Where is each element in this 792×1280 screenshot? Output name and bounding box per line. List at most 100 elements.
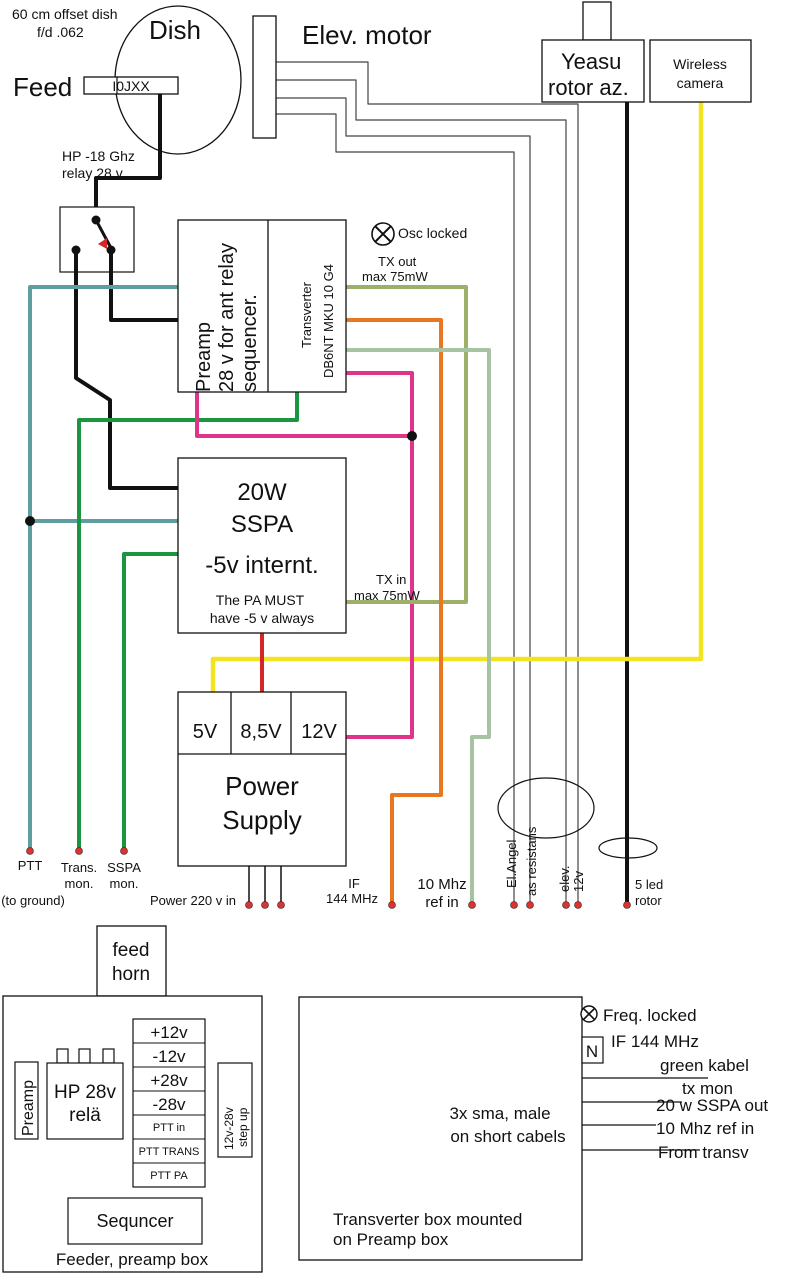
tx-in-label-1: TX in (376, 572, 406, 587)
relay-pin (106, 245, 116, 255)
rotor-box (541, 39, 645, 103)
junction-dot (25, 516, 35, 526)
transverter-box-title-1: Transverter box mounted (333, 1210, 522, 1229)
power-supply-box (177, 691, 347, 867)
feed-horn-label-1: feed (113, 940, 150, 961)
terminal-dot (388, 901, 396, 909)
transverter-label-1: Transverter (299, 281, 314, 348)
relay-contact (94, 219, 113, 249)
feed-horn-label-2: horn (112, 964, 150, 985)
feeder-relay-label-1: HP 28v (54, 1082, 116, 1103)
supply-row: PTT PA (150, 1170, 188, 1182)
terminal-if-1: IF (348, 876, 360, 891)
transverter-box-title-2: on Preamp box (333, 1230, 449, 1249)
transverter-section: Transverter DB6NT MKU 10 G4 (299, 264, 336, 378)
sma-leads (582, 1077, 708, 1151)
feed-callsign-box (83, 76, 179, 95)
terminal-dot (277, 901, 285, 909)
supply-row: -28v (152, 1095, 186, 1114)
camera-box (649, 39, 752, 103)
tx-out-label-2: max 75mW (362, 269, 428, 284)
terminal-if-2: 144 MHz (326, 891, 378, 906)
terminal-led-1: 5 led (635, 877, 663, 892)
psu-5v: 5V (193, 721, 218, 743)
ref-cable (344, 348, 491, 907)
supply-row: PTT TRANS (139, 1146, 200, 1158)
terminal-elev: elev. (557, 866, 572, 893)
feed-label: Feed (13, 72, 72, 102)
camera-label-2: camera (677, 75, 724, 91)
relay-preamp-cable (109, 248, 180, 322)
preamp-label-1: Preamp (193, 322, 215, 392)
rotor-label-1: Yeasu (561, 49, 621, 74)
terminal-el-angel-2: as resistans (524, 826, 539, 896)
terminal-dot (468, 901, 476, 909)
terminal-trans-mon-1: Trans. (61, 860, 97, 875)
elev-motor-label: Elev. motor (302, 20, 432, 50)
sspa-out-label: 20 w SSPA out (656, 1096, 768, 1115)
terminal-dot (623, 901, 631, 909)
terminal-dot (120, 847, 128, 855)
feeder-preamp-box (14, 1061, 39, 1140)
relay-sspa-cable (74, 248, 180, 490)
freq-locked-label: Freq. locked (603, 1006, 697, 1025)
psu-12v: 12V (301, 721, 337, 743)
elev-motor-box (252, 15, 277, 139)
transverter-12v-cable (344, 371, 414, 739)
terminal-ptt: PTT (18, 858, 43, 873)
preamp-section: Preamp 28 v for ant relay sequencer. (193, 243, 261, 392)
feeder-relay-box (46, 1062, 124, 1140)
relay-label-1: HP -18 Ghz (62, 148, 135, 164)
camera-power-cable (210, 99, 704, 695)
rotor-mast (582, 1, 612, 41)
junction-dot (407, 431, 417, 441)
terminal-dot (562, 901, 570, 909)
terminal-dot (245, 901, 253, 909)
sequencer-label: Sequncer (96, 1211, 173, 1231)
ref-in-label: 10 Mhz ref in (656, 1119, 754, 1138)
feeder-preamp-label: Preamp (20, 1080, 37, 1136)
feed-horn-box (96, 925, 167, 997)
sspa-label-1: 20W (237, 479, 287, 506)
tx-in-label-2: max 75mW (354, 588, 420, 603)
elev-motor-cables (275, 61, 579, 906)
preamp-transverter-box (177, 219, 347, 393)
feed-callsign: I0JXX (112, 78, 150, 94)
relay-label-2: relay 28 v (62, 165, 123, 181)
supply-row: +12v (150, 1023, 188, 1042)
preamp-label-2: 28 v for ant relay (216, 243, 238, 392)
dish-title: Dish (149, 15, 201, 45)
osc-locked-lamp-icon (371, 222, 395, 246)
transverter-label-2: DB6NT MKU 10 G4 (321, 264, 336, 378)
terminal-12v: 12v (571, 871, 586, 892)
sspa-mon-cable (122, 552, 180, 850)
tx-out-label-1: TX out (378, 254, 417, 269)
terminal-dot (75, 847, 83, 855)
supply-row: +28v (150, 1071, 188, 1090)
terminal-ref-2: ref in (425, 894, 458, 911)
stepup-label-1: 12v-28v (222, 1107, 236, 1150)
sspa-warning-2: have -5 v always (210, 610, 314, 626)
if-cable (344, 318, 443, 907)
n-connector-box (581, 1036, 604, 1064)
rotor-label-2: rotor az. (548, 75, 629, 100)
ptt-cable (28, 285, 180, 850)
psu-label-2: Supply (222, 805, 302, 835)
terminal-dot (574, 901, 582, 909)
supply-row: -12v (152, 1047, 186, 1066)
terminal-dot (526, 901, 534, 909)
transverter-box (298, 996, 583, 1261)
el-angel-group-ellipse (497, 777, 595, 839)
from-transv-label: From transv (658, 1143, 749, 1162)
supply-row: PTT in (153, 1122, 185, 1134)
relay-pins (56, 1048, 115, 1064)
terminal-ptt-sub: (to ground) (1, 893, 65, 908)
terminal-ref-1: 10 Mhz (417, 876, 466, 893)
sspa-warning-1: The PA MUST (216, 592, 305, 608)
rotor-group-ellipse (598, 837, 658, 859)
relay-pin (71, 245, 81, 255)
camera-label-1: Wireless (673, 56, 727, 72)
terminal-dot (261, 901, 269, 909)
sspa-box (177, 457, 347, 634)
mains-leads (248, 865, 282, 906)
